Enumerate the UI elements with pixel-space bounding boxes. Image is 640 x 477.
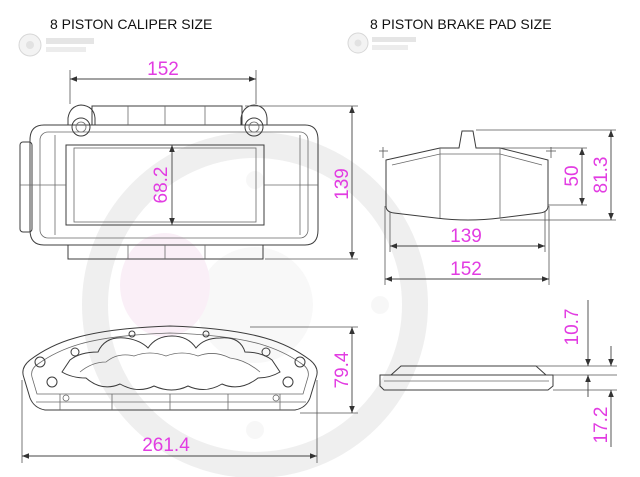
dim-pad-width-overall-label: 152 [450,259,482,280]
bolt-hole [62,394,70,402]
dim-pad-side-b-label: 17.2 [591,407,612,444]
dim-caliper-side-height: 79.4 [250,326,358,414]
dim-caliper-height-label: 139 [332,168,353,200]
bolt-hole [70,347,80,357]
dim-pad-height-overall-label: 81.3 [591,157,612,194]
watermark-disc-hub [197,247,313,363]
brake-pad-title: 8 PISTON BRAKE PAD SIZE [370,16,552,32]
bolt-hole [34,356,46,368]
bolt-hole [272,394,280,402]
logo-wordmark-shape [46,47,86,52]
logo-wordmark-shape [46,38,94,44]
dim-pad-width-inner: 139 [389,212,546,252]
dim-caliper-window-height: 68.2 [151,145,175,225]
caliper-piston-bores [61,335,281,391]
dim-pad-side-a-label: 10.7 [562,309,583,346]
caliper-mount-ear-right [240,104,268,125]
dim-caliper-height: 139 [245,105,358,260]
brand-logo-right [347,32,416,54]
logo-hub [354,39,362,47]
bolt-hole [282,376,294,388]
dim-caliper-width-label: 152 [147,59,179,80]
caliper-side-outline [22,325,318,411]
dim-pad-width-inner-label: 139 [450,226,482,247]
bolt-hole [294,356,306,368]
logo-wordmark-shape [372,45,408,50]
dim-caliper-side-length: 261.4 [21,380,318,463]
pad-friction-edge [391,153,543,166]
brake-disc-watermark-icon [82,132,428,477]
bolt-hole [128,330,136,338]
mount-hole-right-inner [248,121,260,133]
mount-hole-right [244,117,264,137]
caliper-piston-bores-inner [79,352,261,373]
caliper-title: 8 PISTON CALIPER SIZE [50,16,212,32]
watermark-hole [246,421,264,439]
watermark-hole [246,171,264,189]
bolt-hole [261,347,271,357]
dim-caliper-window-height-label: 68.2 [151,167,172,204]
dim-caliper-side-height-label: 79.4 [332,351,353,388]
bolt-hole [202,330,210,338]
caliper-left-stub [19,141,33,233]
dim-pad-width-overall: 152 [384,206,550,285]
caliper-bottom-bridge [67,244,264,260]
dim-caliper-side-length-label: 261.4 [142,435,190,456]
logo-wordmark-shape [372,37,416,42]
dim-pad-height-inner: 50 [500,147,587,206]
caliper-top-bridge [91,105,243,126]
bolt-hole [46,376,58,388]
dim-caliper-width: 152 [69,59,257,104]
dim-pad-side: 10.7 17.2 [536,300,617,447]
caliper-front-view [19,104,319,260]
dim-pad-height-overall: 81.3 [476,129,616,221]
watermark-hole [371,296,389,314]
caliper-body-outline [29,124,319,246]
caliper-pad-window-inner [73,147,257,223]
logo-hub [26,41,34,49]
mount-hole-left-inner [75,121,87,133]
brand-logo-left [18,33,94,57]
brake-pad-front-view [379,130,556,221]
caliper-mount-ear-left [67,104,96,125]
pad-outline [385,130,549,221]
caliper-side-view [22,325,318,411]
dim-pad-height-inner-label: 50 [562,165,583,186]
mount-hole-left [71,117,91,137]
